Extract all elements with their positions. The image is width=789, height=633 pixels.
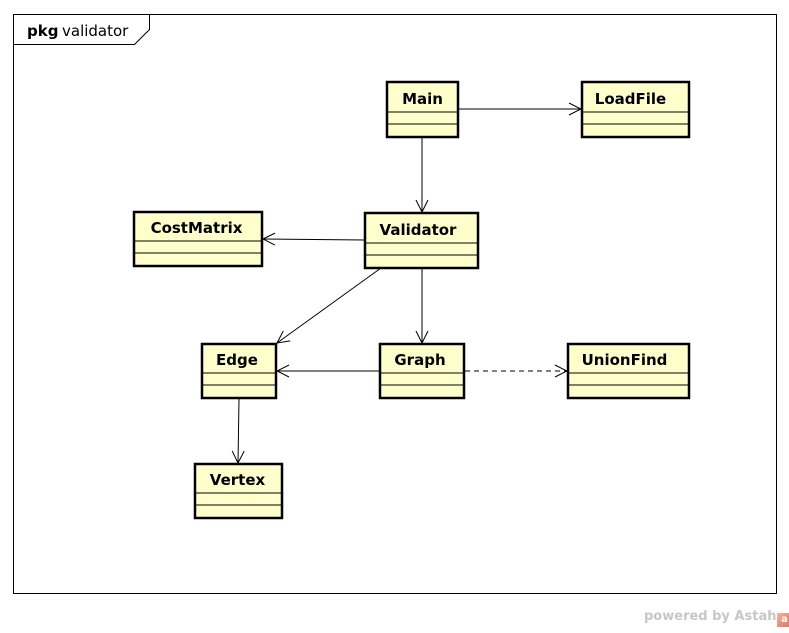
class-unionfind[interactable]: UnionFind: [566, 342, 691, 400]
relationships: [238, 109, 581, 463]
package-keyword: pkg: [27, 22, 58, 40]
class-name-edge: Edge: [216, 351, 258, 369]
astah-logo-icon: a: [777, 613, 789, 627]
relation-validator-costmatrix[interactable]: [263, 239, 366, 240]
watermark-text: powered by Astah: [644, 609, 777, 624]
package-name-tab: [13, 14, 150, 45]
class-main[interactable]: Main: [385, 80, 460, 139]
class-validator[interactable]: Validator: [363, 211, 480, 270]
class-costmatrix[interactable]: CostMatrix: [132, 210, 264, 268]
class-name-main: Main: [402, 90, 443, 108]
relation-validator-edge[interactable]: [277, 267, 382, 343]
class-vertex[interactable]: Vertex: [193, 462, 284, 520]
package-name: validator: [62, 22, 129, 40]
class-name-vertex: Vertex: [210, 471, 266, 489]
class-name-validator: Validator: [380, 221, 458, 239]
class-name-unionfind: UnionFind: [582, 351, 668, 369]
class-name-costmatrix: CostMatrix: [151, 219, 243, 237]
class-edge[interactable]: Edge: [200, 342, 278, 400]
class-graph[interactable]: Graph: [378, 342, 466, 400]
class-name-loadfile: LoadFile: [595, 90, 666, 108]
relation-edge-vertex[interactable]: [238, 398, 239, 463]
class-name-graph: Graph: [394, 351, 445, 369]
class-loadfile[interactable]: LoadFile: [580, 80, 691, 139]
